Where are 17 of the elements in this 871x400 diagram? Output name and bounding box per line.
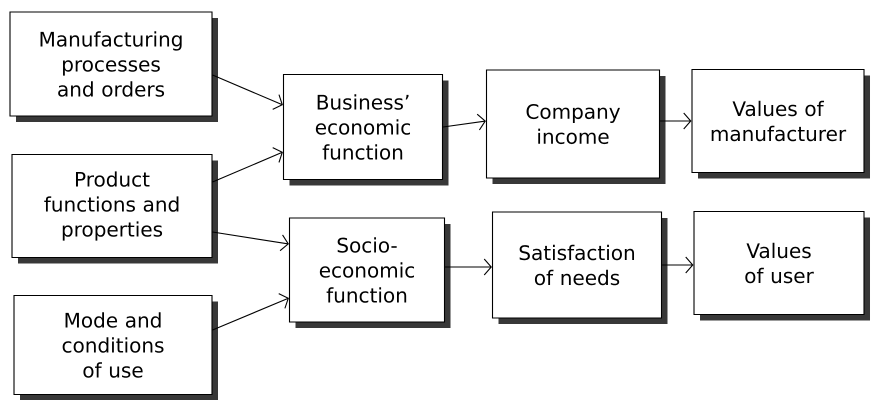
process-box: Mode and conditions of use [13, 294, 218, 400]
arrow [212, 147, 283, 183]
arrow [212, 231, 289, 252]
arrow [442, 114, 486, 130]
arrow [212, 74, 283, 110]
arrow [660, 112, 692, 130]
process-box: Product functions and properties [11, 154, 218, 264]
arrow [212, 293, 289, 331]
arrow [662, 256, 694, 274]
process-box: Values of user [693, 210, 870, 320]
process-box: Company income [486, 69, 666, 184]
process-box: Manufacturing processes and orders [9, 11, 218, 122]
process-box: Socio- economic function [288, 217, 450, 328]
arrow [445, 258, 492, 276]
process-box: Satisfaction of needs [492, 211, 668, 324]
process-box: Values of manufacturer [691, 68, 870, 178]
process-box: Business’ economic function [282, 74, 448, 186]
